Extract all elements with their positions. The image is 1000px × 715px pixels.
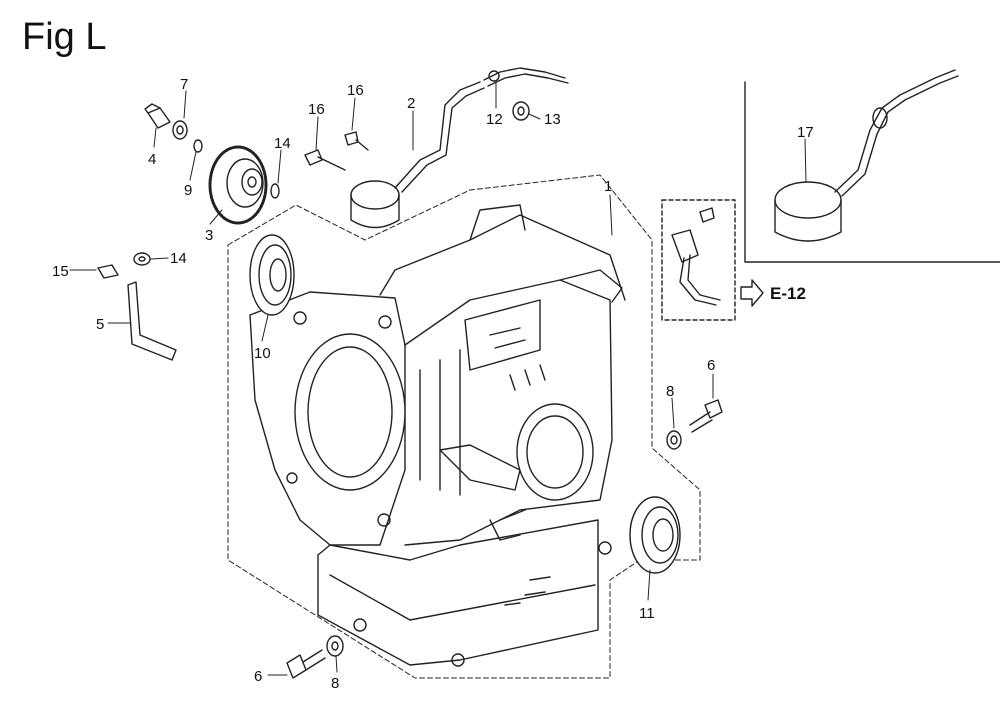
washer-14-upper <box>270 183 280 199</box>
callout-12: 12 <box>486 111 503 128</box>
bolt-16-left <box>304 149 346 171</box>
sensor-part <box>671 207 721 306</box>
bolt-6-bottom <box>286 649 326 679</box>
clip-9 <box>193 139 203 153</box>
callout-15: 15 <box>52 263 69 280</box>
oil-seal-11 <box>629 496 681 574</box>
callouts: 1 2 3 4 5 6 6 7 8 8 9 10 11 12 13 14 14 … <box>52 76 814 692</box>
leader-lines <box>69 81 807 676</box>
callout-16-right: 16 <box>347 82 364 99</box>
clip-15 <box>97 264 119 279</box>
callout-1: 1 <box>604 178 612 195</box>
rod-5 <box>127 281 177 361</box>
callout-9: 9 <box>184 182 192 199</box>
callout-3: 3 <box>205 227 213 244</box>
bolt-6-right <box>689 399 723 433</box>
figure-title: Fig L <box>22 16 107 58</box>
assembly-outline <box>227 174 701 679</box>
gear-assembly <box>208 145 268 225</box>
nut-13 <box>512 101 530 121</box>
callout-2: 2 <box>407 95 415 112</box>
bolt-4 <box>144 103 171 129</box>
callout-11: 11 <box>639 605 655 622</box>
solenoid-17 <box>774 69 959 242</box>
crankcase <box>249 204 626 667</box>
callout-5: 5 <box>96 316 104 333</box>
callout-6-bottom: 6 <box>254 668 262 685</box>
washer-8-bottom <box>326 635 344 657</box>
nut-14-lower <box>133 252 151 266</box>
inset-box-solenoid <box>744 81 1000 263</box>
callout-4: 4 <box>148 151 156 168</box>
callout-6-right: 6 <box>707 357 715 374</box>
callout-16-left: 16 <box>308 101 325 118</box>
callout-8-bottom: 8 <box>331 675 339 692</box>
callout-17: 17 <box>797 124 814 141</box>
arrow-to-reference <box>740 279 764 307</box>
washer-7 <box>172 120 188 140</box>
oil-alert-switch <box>350 67 569 229</box>
washer-8-right <box>666 430 682 450</box>
inset-box-sensor <box>661 199 736 321</box>
callout-7: 7 <box>180 76 188 93</box>
callout-14-lower: 14 <box>170 250 187 267</box>
callout-13: 13 <box>544 111 561 128</box>
reference-label: E-12 <box>770 284 806 303</box>
callout-14-upper: 14 <box>274 135 291 152</box>
bolt-16-right <box>344 131 369 151</box>
callout-10: 10 <box>254 345 271 362</box>
oil-seal-10 <box>249 234 295 316</box>
callout-8-right: 8 <box>666 383 674 400</box>
